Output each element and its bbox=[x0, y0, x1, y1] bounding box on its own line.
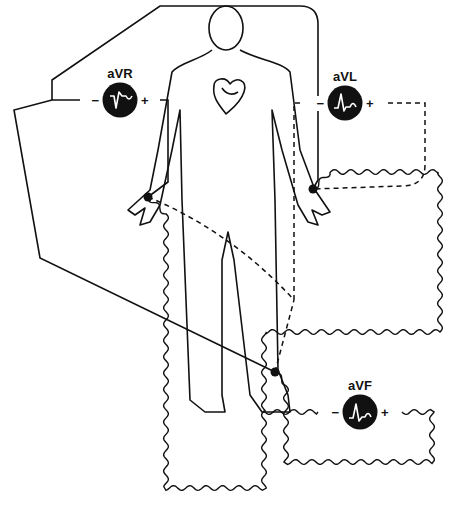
polarity-sign: − bbox=[329, 405, 341, 420]
meter-circle bbox=[328, 86, 363, 121]
lead-name: aVL bbox=[331, 69, 359, 84]
meter-circle bbox=[343, 395, 378, 430]
electrode-dot bbox=[271, 368, 280, 377]
dashed-wire bbox=[148, 197, 294, 300]
ecg-trace bbox=[110, 92, 132, 108]
heart bbox=[214, 79, 245, 114]
electrode-dot bbox=[309, 185, 318, 194]
meter-symbol bbox=[101, 81, 139, 119]
polarity-sign: − bbox=[89, 93, 101, 108]
meter-row: −+ bbox=[329, 393, 390, 431]
solid-wire bbox=[148, 100, 168, 197]
lead-name: aVF bbox=[346, 378, 374, 393]
polarity-sign: + bbox=[139, 93, 151, 108]
meter-row: −+ bbox=[89, 81, 150, 119]
meter-dial: aVF−+ bbox=[329, 378, 390, 431]
electrodes bbox=[144, 185, 318, 377]
meter-dial: aVR−+ bbox=[89, 66, 150, 119]
dashed-wire bbox=[294, 103, 302, 300]
polarity-sign: + bbox=[364, 96, 376, 111]
torso-arms-legs bbox=[128, 50, 330, 412]
wavy-wire bbox=[148, 197, 318, 490]
electrode-dot bbox=[144, 193, 153, 202]
dashed-wire bbox=[275, 300, 294, 372]
lead-name: aVR bbox=[105, 66, 134, 81]
meter-symbol bbox=[326, 84, 364, 122]
body-outline bbox=[128, 6, 330, 412]
ecg-trace bbox=[334, 94, 356, 111]
ecg-trace bbox=[349, 404, 371, 421]
solid-wire bbox=[52, 6, 318, 189]
meter-circle bbox=[103, 83, 138, 118]
meter-symbol bbox=[341, 393, 379, 431]
meter-dial: aVL−+ bbox=[314, 69, 375, 122]
meter-row: −+ bbox=[314, 84, 375, 122]
avf-wires bbox=[148, 170, 442, 491]
polarity-sign: − bbox=[314, 96, 326, 111]
avr-wires bbox=[14, 6, 318, 372]
wavy-wire bbox=[275, 372, 434, 464]
solid-wire bbox=[14, 100, 275, 372]
polarity-sign: + bbox=[379, 405, 391, 420]
head bbox=[209, 6, 243, 50]
wavy-wire bbox=[262, 170, 443, 412]
